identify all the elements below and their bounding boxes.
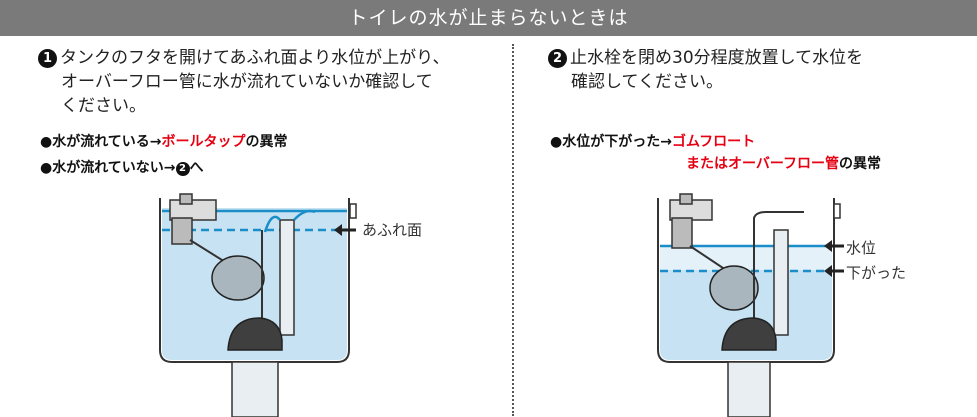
- right-bullet-1-prefix: ●水位が下がった→: [550, 134, 672, 150]
- left-rubber-flapper: [227, 317, 283, 351]
- right-tank-water: [660, 270, 832, 360]
- step-2-number: 2: [548, 49, 567, 68]
- right-float-ball: [709, 265, 759, 311]
- left-bullet-1: ●水が流れている→ボールタップの異常: [40, 132, 288, 152]
- right-bullet-1-highlight-2: またはオーバーフロー管: [686, 156, 840, 172]
- left-tank-diagram: [159, 193, 357, 417]
- right-bullet-1: ●水位が下がった→ゴムフロート: [550, 132, 755, 152]
- right-water-level-label: 水位: [846, 239, 877, 257]
- page-title: トイレの水が止まらないときは: [0, 0, 977, 36]
- left-bullet-1-prefix: ●水が流れている→: [40, 134, 162, 150]
- step-1-line1: タンクのフタを開けてあふれ面より水位が上がり、: [60, 48, 450, 68]
- right-bullet-1-highlight-1: ゴムフロート: [671, 134, 756, 150]
- left-overflow-label: あふれ面: [362, 221, 423, 239]
- step-2-line2: 確認してください。: [571, 72, 723, 92]
- left-float-ball: [211, 255, 265, 301]
- right-bullet-1-cont: またはオーバーフロー管の異常: [686, 154, 881, 174]
- left-bullet-1-highlight: ボールタップ: [161, 134, 246, 150]
- right-overflow-pipe: [773, 229, 789, 336]
- left-overflow-pipe: [279, 219, 295, 336]
- right-dropped-label: 下がった: [846, 264, 907, 282]
- left-bullet-1-suffix: の異常: [245, 134, 288, 150]
- right-rubber-flapper: [721, 317, 777, 351]
- left-bullet-2-prefix: ●水が流れていない→: [40, 160, 176, 176]
- right-tank-diagram: [657, 193, 844, 417]
- step-1-line2: オーバーフロー管に水が流れていないか確認して: [61, 72, 433, 92]
- column-divider: [512, 44, 514, 416]
- left-bullet-2-step-ref: 2: [175, 162, 190, 176]
- right-bullet-1-suffix: の異常: [839, 156, 882, 172]
- left-bullet-2-suffix: へ: [189, 160, 204, 176]
- step-2-line1: 止水栓を閉め30分程度放置して水位を: [570, 48, 864, 68]
- step-1-number: 1: [38, 49, 57, 68]
- step-1-line3: ください。: [61, 96, 146, 116]
